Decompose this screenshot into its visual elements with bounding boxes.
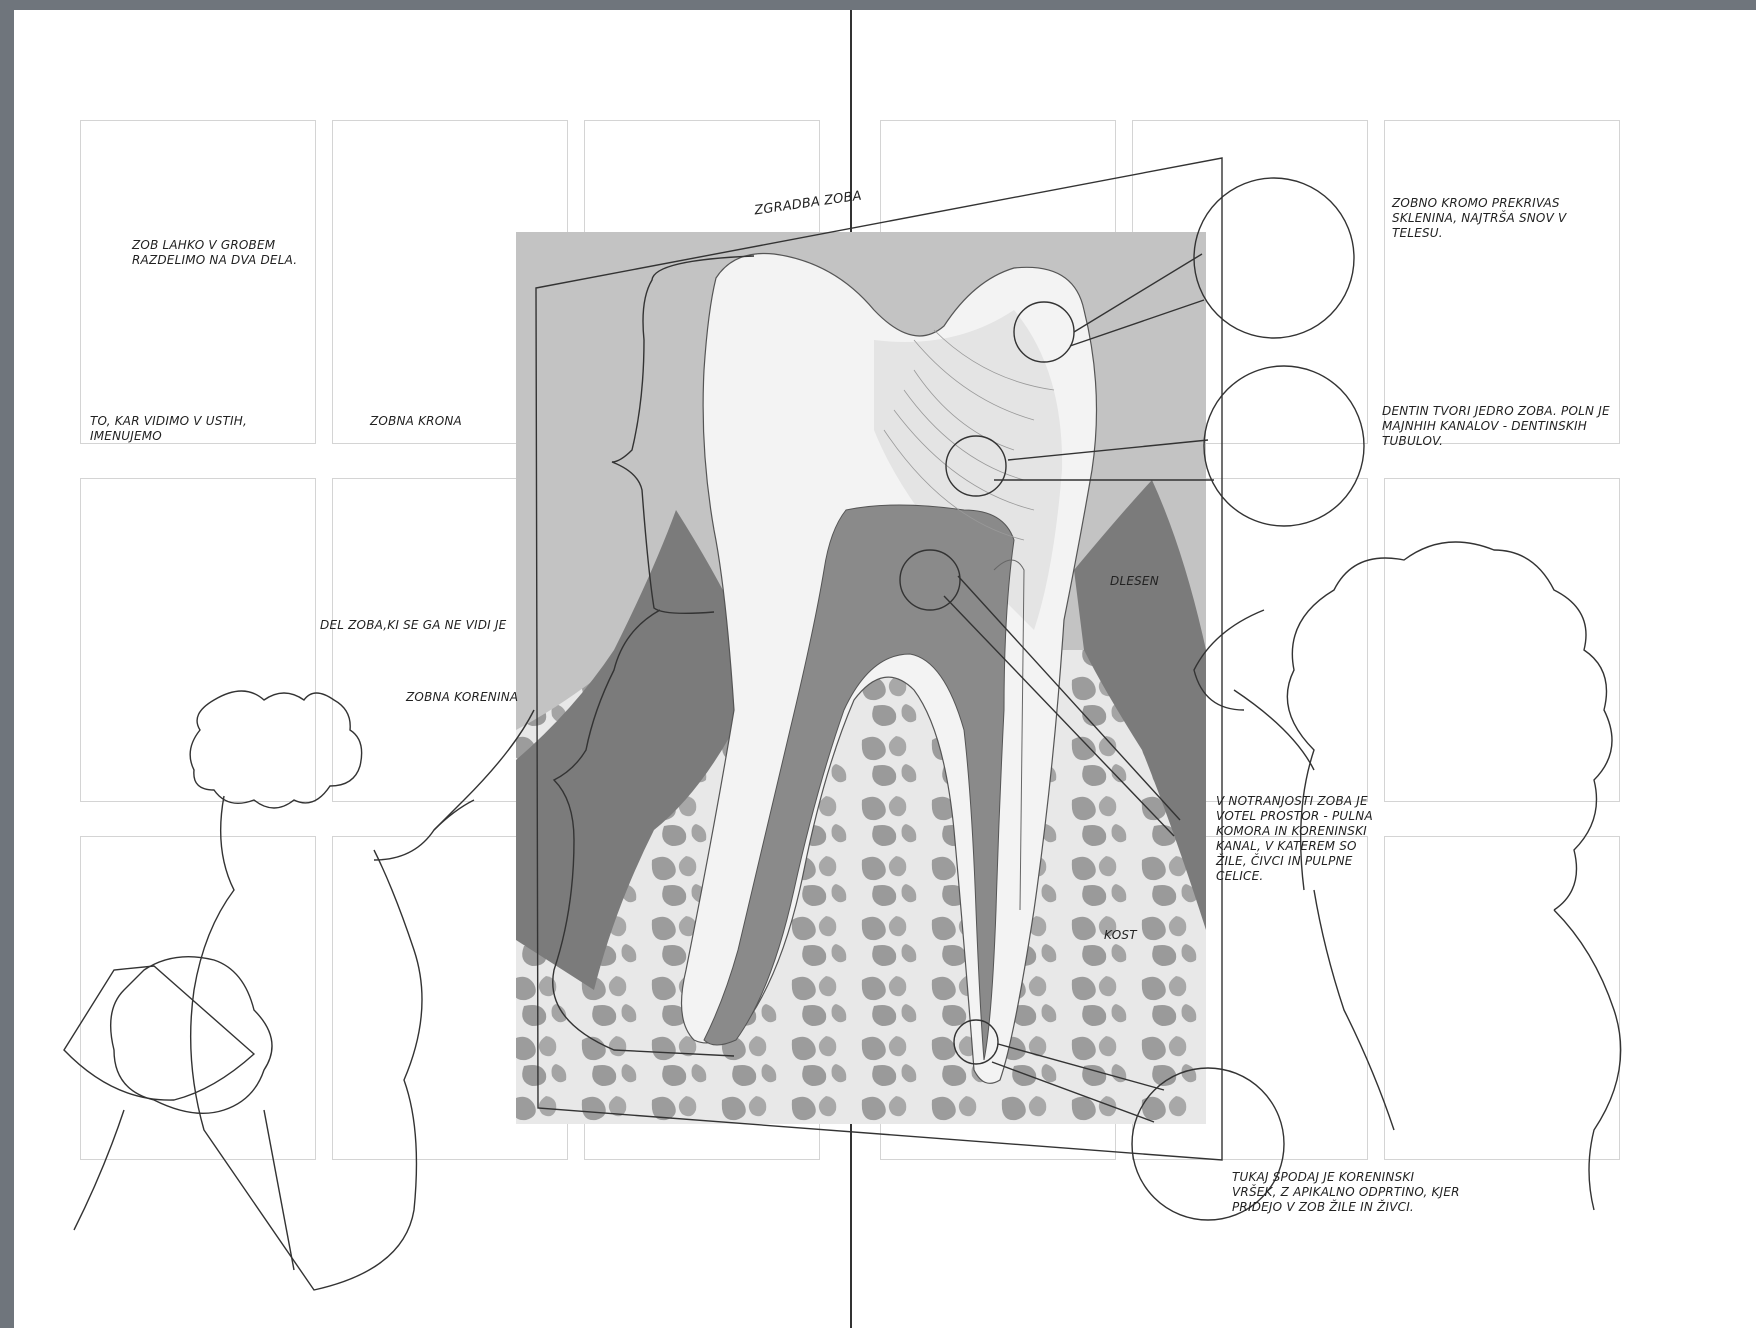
note-intro: ZOB LAHKO V GROBEM RAZDELIMO NA DVA DELA… — [132, 238, 322, 268]
note-dentin: DENTIN TVORI JEDRO ZOBA. POLN JE MAJNHIH… — [1382, 404, 1632, 449]
storyboard-page: ZGRADBA ZOBA ZOB LAHKO V GROBEM RAZDELIM… — [14, 10, 1756, 1328]
note-crown: ZOBNA KRONA — [370, 414, 520, 429]
note-root: ZOBNA KORENINA — [406, 690, 546, 705]
note-bone: KOST — [1104, 928, 1164, 943]
note-enamel: ZOBNO KROMO PREKRIVAS SKLENINA, NAJTRŠA … — [1392, 196, 1616, 241]
note-apex: TUKAJ SPODAJ JE KORENINSKI VRŠEK, Z APIK… — [1232, 1170, 1462, 1215]
note-seen-in-mouth: TO, KAR VIDIMO V USTIH, IMENUJEMO — [90, 414, 290, 444]
note-pulp: V NOTRANJOSTI ZOBA JE VOTEL PROSTOR - PU… — [1216, 794, 1374, 884]
note-gum: DLESEN — [1110, 574, 1180, 589]
note-hidden-part: DEL ZOBA,KI SE GA NE VIDI JE — [320, 618, 560, 633]
